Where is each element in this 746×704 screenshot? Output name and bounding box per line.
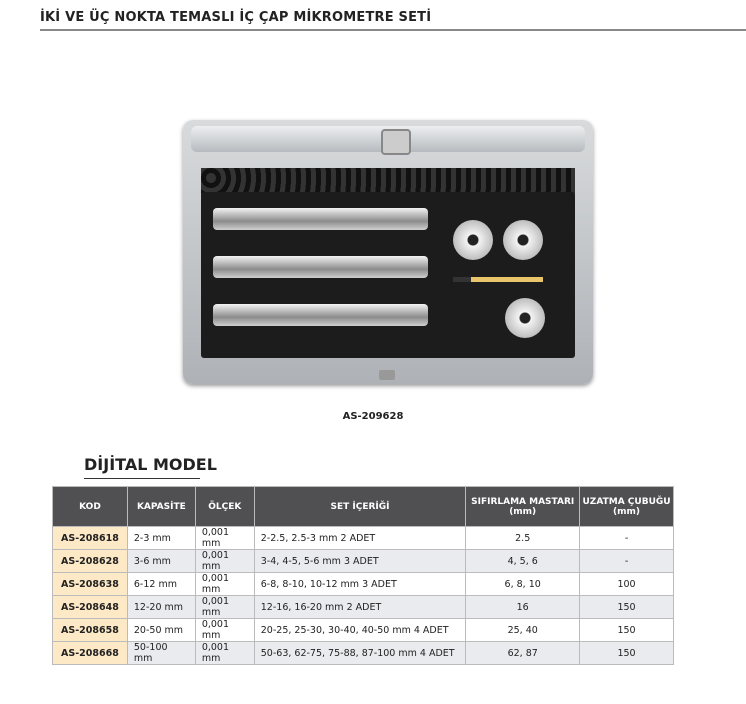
case-latch [379, 370, 395, 380]
cell-kapasite: 20-50 mm [126, 618, 196, 642]
cell-kod: AS-208618 [52, 526, 128, 550]
cell-kapasite: 3-6 mm [126, 549, 196, 573]
cell-olcek: 0,001 mm [194, 618, 255, 642]
cell-uzatma-cubugu: 100 [579, 572, 674, 596]
section-title: DİJİTAL MODEL [84, 455, 217, 474]
cell-sifirlama-mastari: 4, 5, 6 [465, 549, 581, 573]
foam-insert [201, 168, 575, 194]
photo-caption: AS-209628 [342, 411, 404, 422]
cell-uzatma-cubugu: 150 [579, 595, 674, 619]
header-set-icerigi: SET İÇERİĞİ [253, 486, 467, 527]
cell-olcek: 0,001 mm [194, 641, 255, 665]
cell-set-icerigi: 50-63, 62-75, 75-88, 87-100 mm 4 ADET [253, 641, 467, 665]
setting-ring [453, 220, 493, 260]
cell-olcek: 0,001 mm [194, 526, 255, 550]
cell-kod: AS-208658 [52, 618, 128, 642]
setting-ring [505, 298, 545, 338]
cell-set-icerigi: 2-2.5, 2.5-3 mm 2 ADET [253, 526, 467, 550]
micrometer [213, 256, 428, 278]
cell-olcek: 0,001 mm [194, 595, 255, 619]
cell-olcek: 0,001 mm [194, 549, 255, 573]
cell-kapasite: 2-3 mm [126, 526, 196, 550]
cell-sifirlama-mastari: 6, 8, 10 [465, 572, 581, 596]
spec-table: KOD KAPASİTE ÖLÇEK SET İÇERİĞİ SIFIRLAMA… [52, 486, 674, 665]
header-sifirlama-mastari: SIFIRLAMA MASTARI (mm) [465, 486, 581, 527]
cell-sifirlama-mastari: 25, 40 [465, 618, 581, 642]
cell-uzatma-cubugu: - [579, 526, 674, 550]
cell-uzatma-cubugu: - [579, 549, 674, 573]
cell-kapasite: 12-20 mm [126, 595, 196, 619]
cell-kod: AS-208638 [52, 572, 128, 596]
cell-olcek: 0,001 mm [194, 572, 255, 596]
cell-sifirlama-mastari: 16 [465, 595, 581, 619]
product-photo [183, 120, 593, 384]
table-header: KOD KAPASİTE ÖLÇEK SET İÇERİĞİ SIFIRLAMA… [52, 486, 674, 527]
header-kod: KOD [52, 486, 128, 527]
section-divider [84, 478, 200, 479]
cell-set-icerigi: 6-8, 8-10, 10-12 mm 3 ADET [253, 572, 467, 596]
cell-uzatma-cubugu: 150 [579, 641, 674, 665]
page-title: İKİ VE ÜÇ NOKTA TEMASLI İÇ ÇAP MİKROMETR… [40, 10, 432, 25]
cell-sifirlama-mastari: 62, 87 [465, 641, 581, 665]
header-kapasite: KAPASİTE [126, 486, 196, 527]
title-divider [40, 29, 746, 31]
cell-kod: AS-208648 [52, 595, 128, 619]
cell-set-icerigi: 12-16, 16-20 mm 2 ADET [253, 595, 467, 619]
cell-set-icerigi: 3-4, 4-5, 5-6 mm 3 ADET [253, 549, 467, 573]
cell-uzatma-cubugu: 150 [579, 618, 674, 642]
cell-kod: AS-208668 [52, 641, 128, 665]
cell-sifirlama-mastari: 2.5 [465, 526, 581, 550]
case-handle [381, 129, 411, 155]
setting-ring [503, 220, 543, 260]
extension-rod [453, 277, 543, 282]
cell-kapasite: 6-12 mm [126, 572, 196, 596]
micrometer [213, 208, 428, 230]
header-olcek: ÖLÇEK [194, 486, 255, 527]
cell-kod: AS-208628 [52, 549, 128, 573]
cell-set-icerigi: 20-25, 25-30, 30-40, 40-50 mm 4 ADET [253, 618, 467, 642]
micrometer [213, 304, 428, 326]
header-uzatma-cubugu: UZATMA ÇUBUĞU (mm) [579, 486, 674, 527]
cell-kapasite: 50-100 mm [126, 641, 196, 665]
